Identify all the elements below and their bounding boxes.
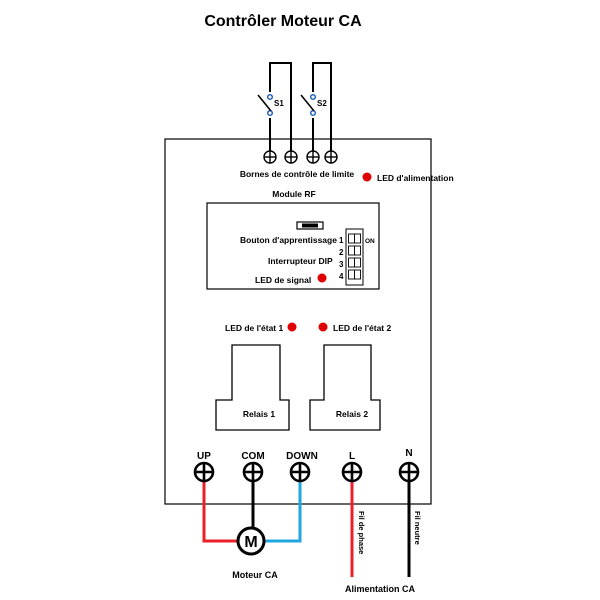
output-terminals <box>193 461 420 483</box>
status-led-2 <box>318 322 328 332</box>
relay-2 <box>309 344 381 431</box>
motor-label: Moteur CA <box>232 570 278 580</box>
terminal-up-label: UP <box>197 451 211 462</box>
terminal-com <box>242 461 264 483</box>
switch-s2-label: S2 <box>317 99 327 108</box>
wire-up <box>202 481 237 543</box>
dip-position-1: 1 <box>339 236 344 245</box>
relay-1 <box>215 344 290 431</box>
limit-terminals-label: Bornes de contrôle de limite <box>240 169 355 179</box>
learn-button-cap <box>302 223 318 228</box>
limit-terminal-3 <box>306 150 320 164</box>
limit-terminal-2 <box>284 150 298 164</box>
limit-terminals <box>263 150 338 164</box>
status-led-1-label: LED de l'état 1 <box>225 323 284 333</box>
rf-module-label: Module RF <box>272 189 315 199</box>
limit-terminal-1 <box>263 150 277 164</box>
terminal-down-label: DOWN <box>286 451 318 462</box>
diagram-title: Contrôler Moteur CA <box>204 13 362 30</box>
dip-on-label: ON <box>365 238 375 245</box>
relay-1-label: Relais 1 <box>243 409 275 419</box>
signal-led <box>317 273 327 283</box>
terminal-up <box>193 461 215 483</box>
power-supply-label: Alimentation CA <box>345 584 416 594</box>
dip-position-3: 3 <box>339 260 344 269</box>
controller-box <box>164 138 432 505</box>
status-led-1 <box>287 322 297 332</box>
motor-symbol <box>236 526 266 556</box>
signal-led-label: LED de signal <box>255 275 311 285</box>
terminal-l <box>341 461 363 483</box>
switch-s1-label: S1 <box>274 99 284 108</box>
power-led <box>362 172 372 182</box>
limit-switch-s2: S2 <box>300 62 332 152</box>
phase-wire-label: Fil de phase <box>357 511 366 554</box>
dip-position-2: 2 <box>339 248 344 257</box>
wire-down <box>265 481 302 543</box>
dip-switch-label: Interrupteur DIP <box>268 256 333 266</box>
terminal-com-label: COM <box>241 451 264 462</box>
limit-switch-s1: S1 <box>257 62 292 152</box>
relay-2-label: Relais 2 <box>336 409 368 419</box>
status-led-2-label: LED de l'état 2 <box>333 323 392 333</box>
terminal-n <box>398 461 420 483</box>
terminal-l-label: L <box>349 451 355 462</box>
dip-switch: 1 2 3 4 ON <box>339 228 375 286</box>
terminal-n-label: N <box>405 448 412 459</box>
neutral-wire-label: Fil neutre <box>413 511 422 545</box>
motor-symbol-letter: M <box>244 534 257 551</box>
limit-terminal-4 <box>324 150 338 164</box>
terminal-down <box>289 461 311 483</box>
learn-button-label: Bouton d'apprentissage <box>240 235 337 245</box>
power-led-label: LED d'alimentation <box>377 173 454 183</box>
dip-position-4: 4 <box>339 272 344 281</box>
rf-module-box <box>206 202 380 290</box>
